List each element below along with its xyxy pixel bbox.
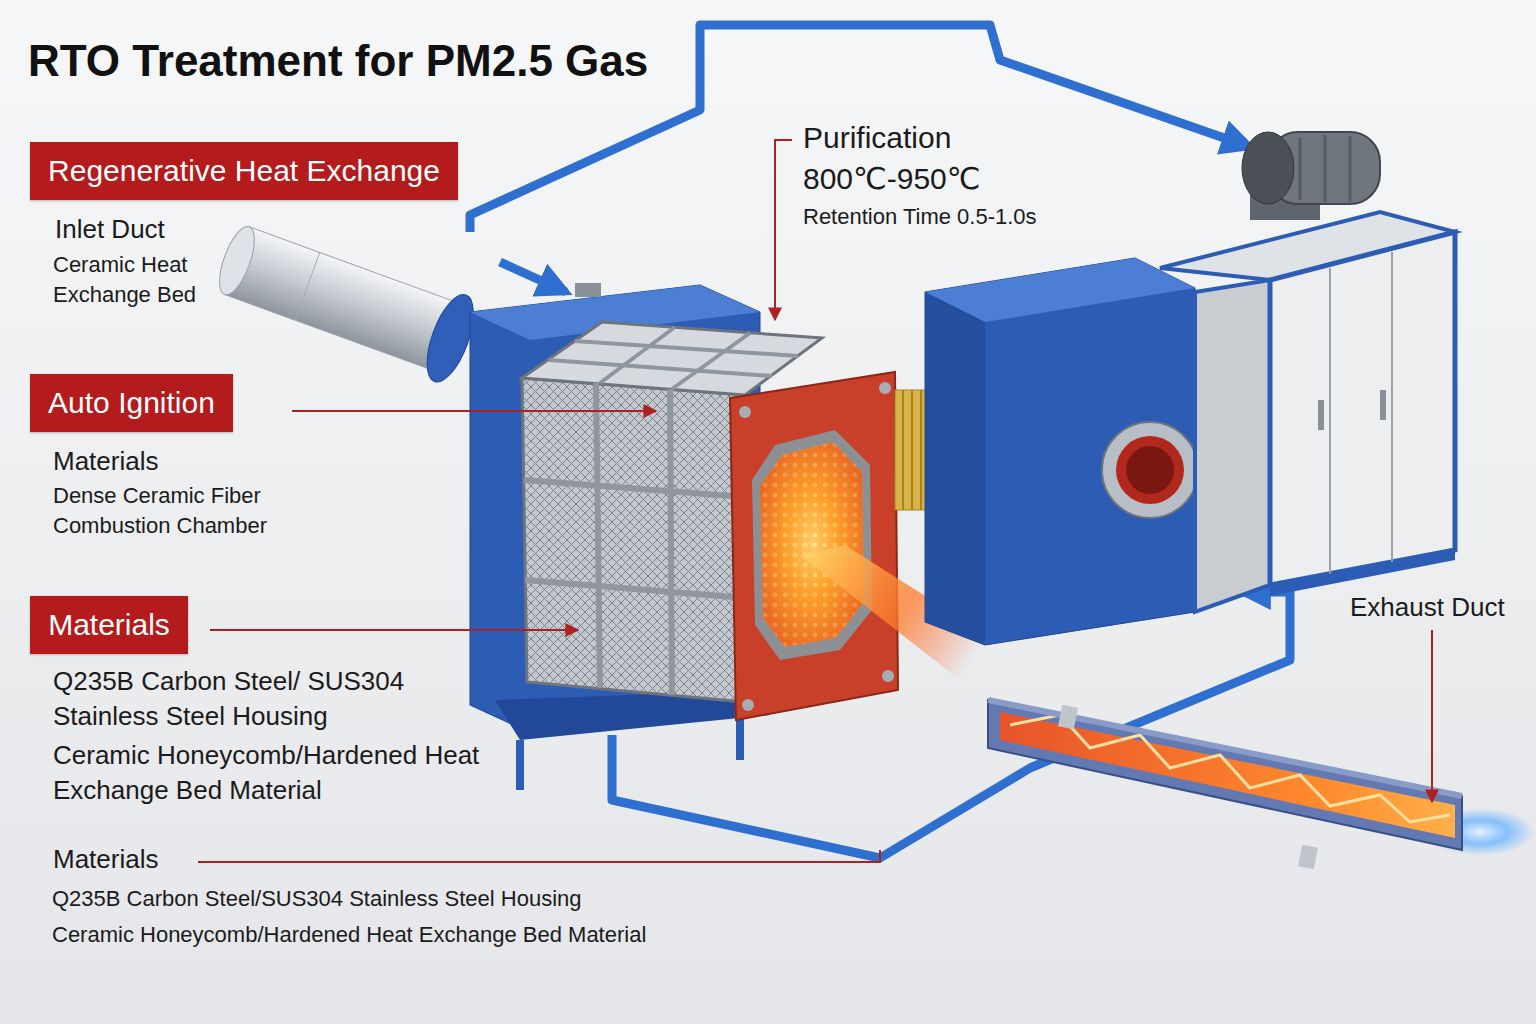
callout-label: Materials xyxy=(53,444,158,479)
combustion-chamber-part xyxy=(882,670,894,682)
exhaust-duct-part xyxy=(988,700,1462,850)
inlet-cylinder-part xyxy=(295,252,320,320)
motor-part xyxy=(1349,136,1352,202)
red-banner: Regenerative Heat Exchange xyxy=(30,142,458,200)
banner-text: Regenerative Heat Exchange xyxy=(48,154,440,188)
combustion-chamber-part xyxy=(879,382,891,394)
control-cabinet-part xyxy=(1270,550,1455,596)
exhaust-duct-part xyxy=(988,700,1462,796)
callout-label: 800℃-950℃ xyxy=(803,159,980,200)
leader-lines-part xyxy=(292,410,656,412)
bellows-part xyxy=(911,390,913,510)
callout-label: Retention Time 0.5-1.0s xyxy=(803,202,1037,232)
control-cabinet xyxy=(1160,212,1455,612)
combustion-chamber-part xyxy=(760,442,864,647)
control-cabinet-part xyxy=(1329,268,1331,574)
bellows-part xyxy=(902,390,904,510)
combustion-chamber-part xyxy=(742,699,754,711)
fan-housing-part xyxy=(925,292,985,645)
control-cabinet-part xyxy=(1270,232,1455,585)
callout-label: Q235B Carbon Steel/ SUS304 Stainless Ste… xyxy=(53,664,493,735)
exhaust-duct-part xyxy=(1010,715,1450,822)
callout-label: Exhaust Duct xyxy=(1350,590,1505,625)
heat-exchange-bed-part xyxy=(575,341,798,356)
exhaust-duct-part xyxy=(1000,712,1455,838)
leader-lines-part xyxy=(1431,630,1433,802)
inlet-cylinder-part xyxy=(212,222,261,299)
red-banner: Auto Ignition xyxy=(30,374,233,432)
return-pipe-part xyxy=(500,262,566,292)
motor-part xyxy=(1242,132,1294,204)
callout-label: Q235B Carbon Steel/SUS304 Stainless Stee… xyxy=(52,884,582,914)
control-cabinet-part xyxy=(1380,390,1386,420)
banner-text: Materials xyxy=(48,608,170,642)
heat-exchange-bed-part xyxy=(549,360,772,376)
heat-exchange-bed-part xyxy=(522,378,745,702)
diagram-title: RTO Treatment for PM2.5 Gas xyxy=(28,36,648,86)
bellows-part xyxy=(920,390,922,510)
motor-part xyxy=(1299,138,1302,200)
fan-housing-part xyxy=(925,258,1195,645)
fan-housing-part xyxy=(1102,422,1198,518)
exhaust-duct-part xyxy=(1058,705,1078,730)
heat-exchange-bed-part xyxy=(600,327,675,383)
fan-housing-part xyxy=(1126,446,1174,494)
heat-exchange-bed-part xyxy=(670,389,672,695)
exhaust-duct xyxy=(988,700,1535,869)
heat-exchange-bed-part xyxy=(596,383,600,688)
combustion-chamber xyxy=(730,372,898,720)
callout-label: Materials xyxy=(53,842,158,877)
callout-label: Ceramic Honeycomb/Hardened Heat Exchange… xyxy=(52,920,646,950)
heat-exchange-bed-part xyxy=(522,322,822,395)
heat-exchange-bed-part xyxy=(524,480,745,497)
inlet-cylinder xyxy=(209,213,483,388)
banner-text: Auto Ignition xyxy=(48,386,215,420)
main-housing-part xyxy=(736,716,744,760)
main-housing-part xyxy=(575,283,601,297)
callout-label: Dense Ceramic Fiber Combustion Chamber xyxy=(53,481,313,541)
leader-lines-part xyxy=(198,850,880,862)
control-cabinet-part xyxy=(1195,280,1270,612)
fan-housing-part xyxy=(1116,436,1184,504)
combustion-chamber-part xyxy=(760,442,864,647)
red-banner: Materials xyxy=(30,596,188,654)
callout-label: Ceramic Honeycomb/Hardened Heat Exchange… xyxy=(53,738,493,809)
control-cabinet-part xyxy=(1318,400,1324,430)
combustion-chamber-part xyxy=(752,430,872,660)
control-cabinet-part xyxy=(1391,252,1393,562)
fan-housing xyxy=(925,258,1198,645)
heat-exchange-bed-part xyxy=(525,580,745,598)
callout-label: Ceramic Heat Exchange Bed xyxy=(53,250,223,310)
combustion-chamber-part xyxy=(730,372,898,720)
heat-exchange-bed-part xyxy=(672,333,750,389)
exhaust-duct-part xyxy=(1298,845,1318,870)
main-housing-part xyxy=(516,740,524,790)
motor-part xyxy=(1324,135,1327,202)
callout-label: Inlet Duct xyxy=(55,212,165,247)
combustion-chamber-part xyxy=(739,406,751,418)
leader-lines-part xyxy=(775,140,792,320)
bellows-part xyxy=(895,390,929,510)
motor xyxy=(1242,132,1380,220)
callout-label: Purification xyxy=(803,118,951,159)
leader-lines-part xyxy=(210,629,578,631)
